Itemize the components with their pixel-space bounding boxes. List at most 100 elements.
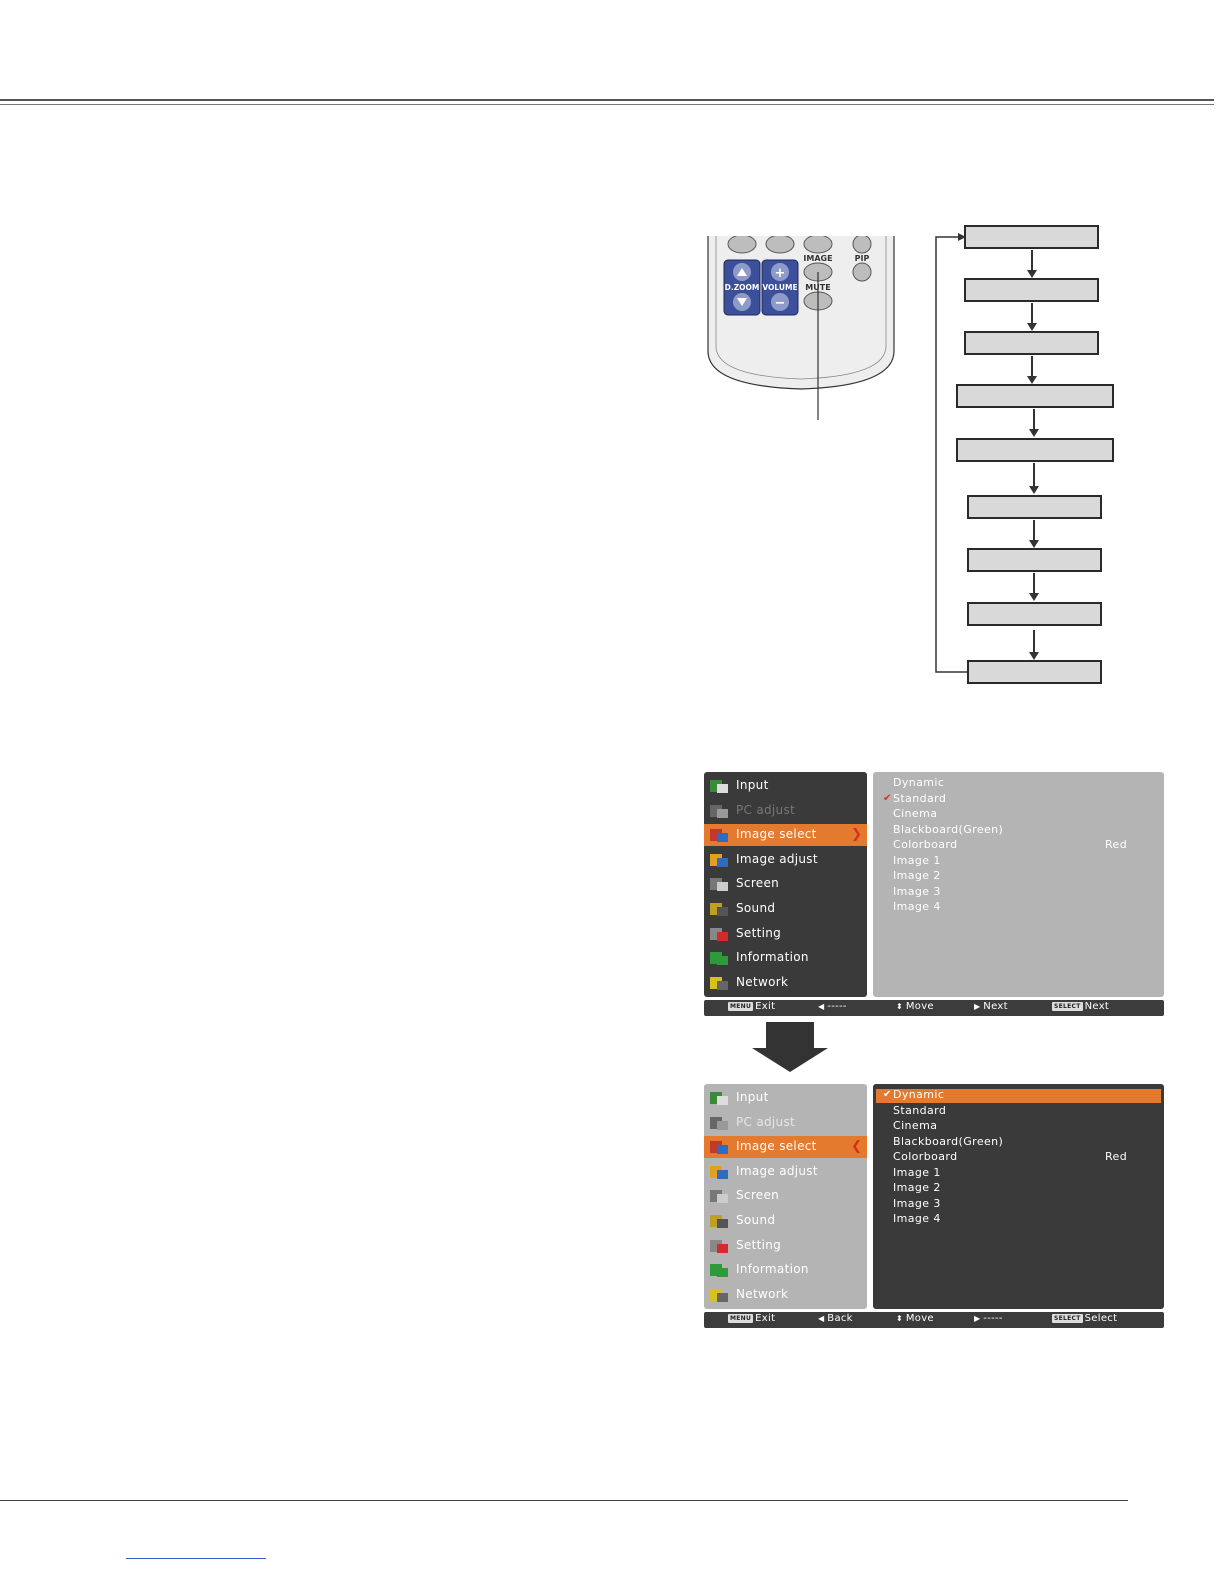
menu-item-label: Image select [736,827,817,842]
menu-item-screen[interactable]: Screen [704,1185,867,1207]
header-rule-thin [0,104,1214,105]
submenu-item[interactable]: Blackboard(Green) [893,1134,1004,1148]
volume-label: VOLUME [762,283,797,292]
submenu-item[interactable]: Image 1 [893,853,941,867]
dzoom-label: D.ZOOM [725,283,760,292]
menu-item-information[interactable]: Information [704,1259,867,1281]
up-down-arrow-icon: ⬍ [896,1002,906,1011]
submenu-item[interactable]: Image 2 [893,869,941,882]
menu-item-label: Sound [736,1213,776,1227]
back-hint: ◀ Back [818,1313,853,1324]
menu-item-label: Setting [736,925,782,940]
submenu-item[interactable]: Image 3 [893,884,941,898]
menu-item-sound[interactable]: Sound [704,1210,867,1232]
submenu-item[interactable]: Image 2 [893,1181,941,1194]
submenu-item[interactable]: Standard [893,791,947,805]
footer-link-underline[interactable] [126,1558,266,1559]
submenu-item[interactable]: Cinema [893,807,938,820]
menu-item-label: Screen [736,1188,780,1203]
menu-item-label: Image select [736,1139,817,1154]
menu-item-image-adjust[interactable]: Image adjust [704,849,867,871]
submenu-item[interactable]: Image 3 [893,1196,941,1210]
left-arrow-icon: ◀ [818,1002,828,1011]
menu-item-screen[interactable]: Screen [704,873,867,895]
menu-item-input[interactable]: Input [704,775,867,797]
setting-icon [709,1237,729,1255]
flow-box-2 [964,278,1099,302]
menu-item-pc-adjust[interactable]: PC adjust [704,1112,867,1134]
menu-item-network[interactable]: Network [704,972,867,994]
menu-item-input[interactable]: Input [704,1087,867,1109]
submenu-item[interactable]: Standard [893,1103,947,1117]
menu-item-sound[interactable]: Sound [704,898,867,920]
menu-item-pc-adjust[interactable]: PC adjust [704,800,867,822]
image-select-icon [709,826,729,844]
submenu-item[interactable]: Image 4 [893,900,941,913]
submenu-highlight [876,1089,1161,1103]
menu-item-network[interactable]: Network [704,1284,867,1306]
chevron-left-icon: ❮ [851,1139,862,1155]
flow-box-3 [964,331,1099,355]
right-arrow-icon: ▶ [974,1314,984,1323]
submenu-item[interactable]: Blackboard(Green) [893,822,1004,836]
submenu-item[interactable]: Cinema [893,1119,938,1132]
flow-box-8 [967,602,1102,626]
menu-item-image-select[interactable]: Image select❯ [704,824,867,847]
menu-item-image-adjust[interactable]: Image adjust [704,1161,867,1183]
menu-item-label: Screen [736,876,780,891]
network-icon [709,974,729,992]
menu-item-label: Setting [736,1237,782,1252]
back-hint-label: ----- [827,1001,847,1012]
menu-item-label: PC adjust [736,1114,795,1129]
next-hint: ▶ Next [974,1001,1008,1012]
svg-text:−: − [775,296,786,311]
menu-item-label: Image adjust [736,851,818,866]
down-arrow-icon [752,1022,828,1072]
information-icon [709,1261,729,1279]
move-hint-label: Move [905,1001,934,1012]
next-hint-label: Next [983,1001,1008,1012]
image-adjust-icon [709,1163,729,1181]
submenu-item[interactable]: Dynamic [893,776,945,789]
submenu-item[interactable]: Image 4 [893,1212,941,1225]
move-hint: ⬍ Move [896,1001,934,1012]
header-rule [0,99,1214,101]
svg-text:+: + [775,266,786,281]
pip-key-label: PIP [855,254,870,263]
flow-box-9 [967,660,1102,684]
submenu-item[interactable]: Dynamic [893,1088,945,1101]
menu-item-label: Information [736,950,809,965]
exit-hint-label: Exit [755,1001,776,1012]
flow-box-6 [967,495,1102,519]
sound-icon [709,900,729,918]
menu-item-setting[interactable]: Setting [704,1235,867,1257]
submenu-item[interactable]: Colorboard [893,1150,958,1163]
menu-item-image-select[interactable]: Image select ❮ [704,1136,867,1159]
colorboard-value: Red [1105,1150,1128,1163]
checkmark-icon: ✔ [883,1089,892,1100]
network-icon [709,1286,729,1304]
submenu-item[interactable]: Colorboard [893,838,958,851]
menu-item-setting[interactable]: Setting [704,923,867,945]
menu-item-information[interactable]: Information [704,947,867,969]
back-hint: ◀ ----- [818,1001,847,1012]
menu-item-label: Network [736,974,789,989]
exit-hint-label: Exit [755,1313,776,1324]
menu-item-label: PC adjust [736,802,795,817]
flow-box-4 [956,384,1114,408]
menu-item-label: Image adjust [736,1163,818,1178]
dzoom-rocker [723,259,761,316]
menu-item-label: Information [736,1262,809,1277]
flow-box-1 [964,225,1099,249]
move-hint: ⬍ Move [896,1313,934,1324]
submenu-item[interactable]: Image 1 [893,1165,941,1179]
